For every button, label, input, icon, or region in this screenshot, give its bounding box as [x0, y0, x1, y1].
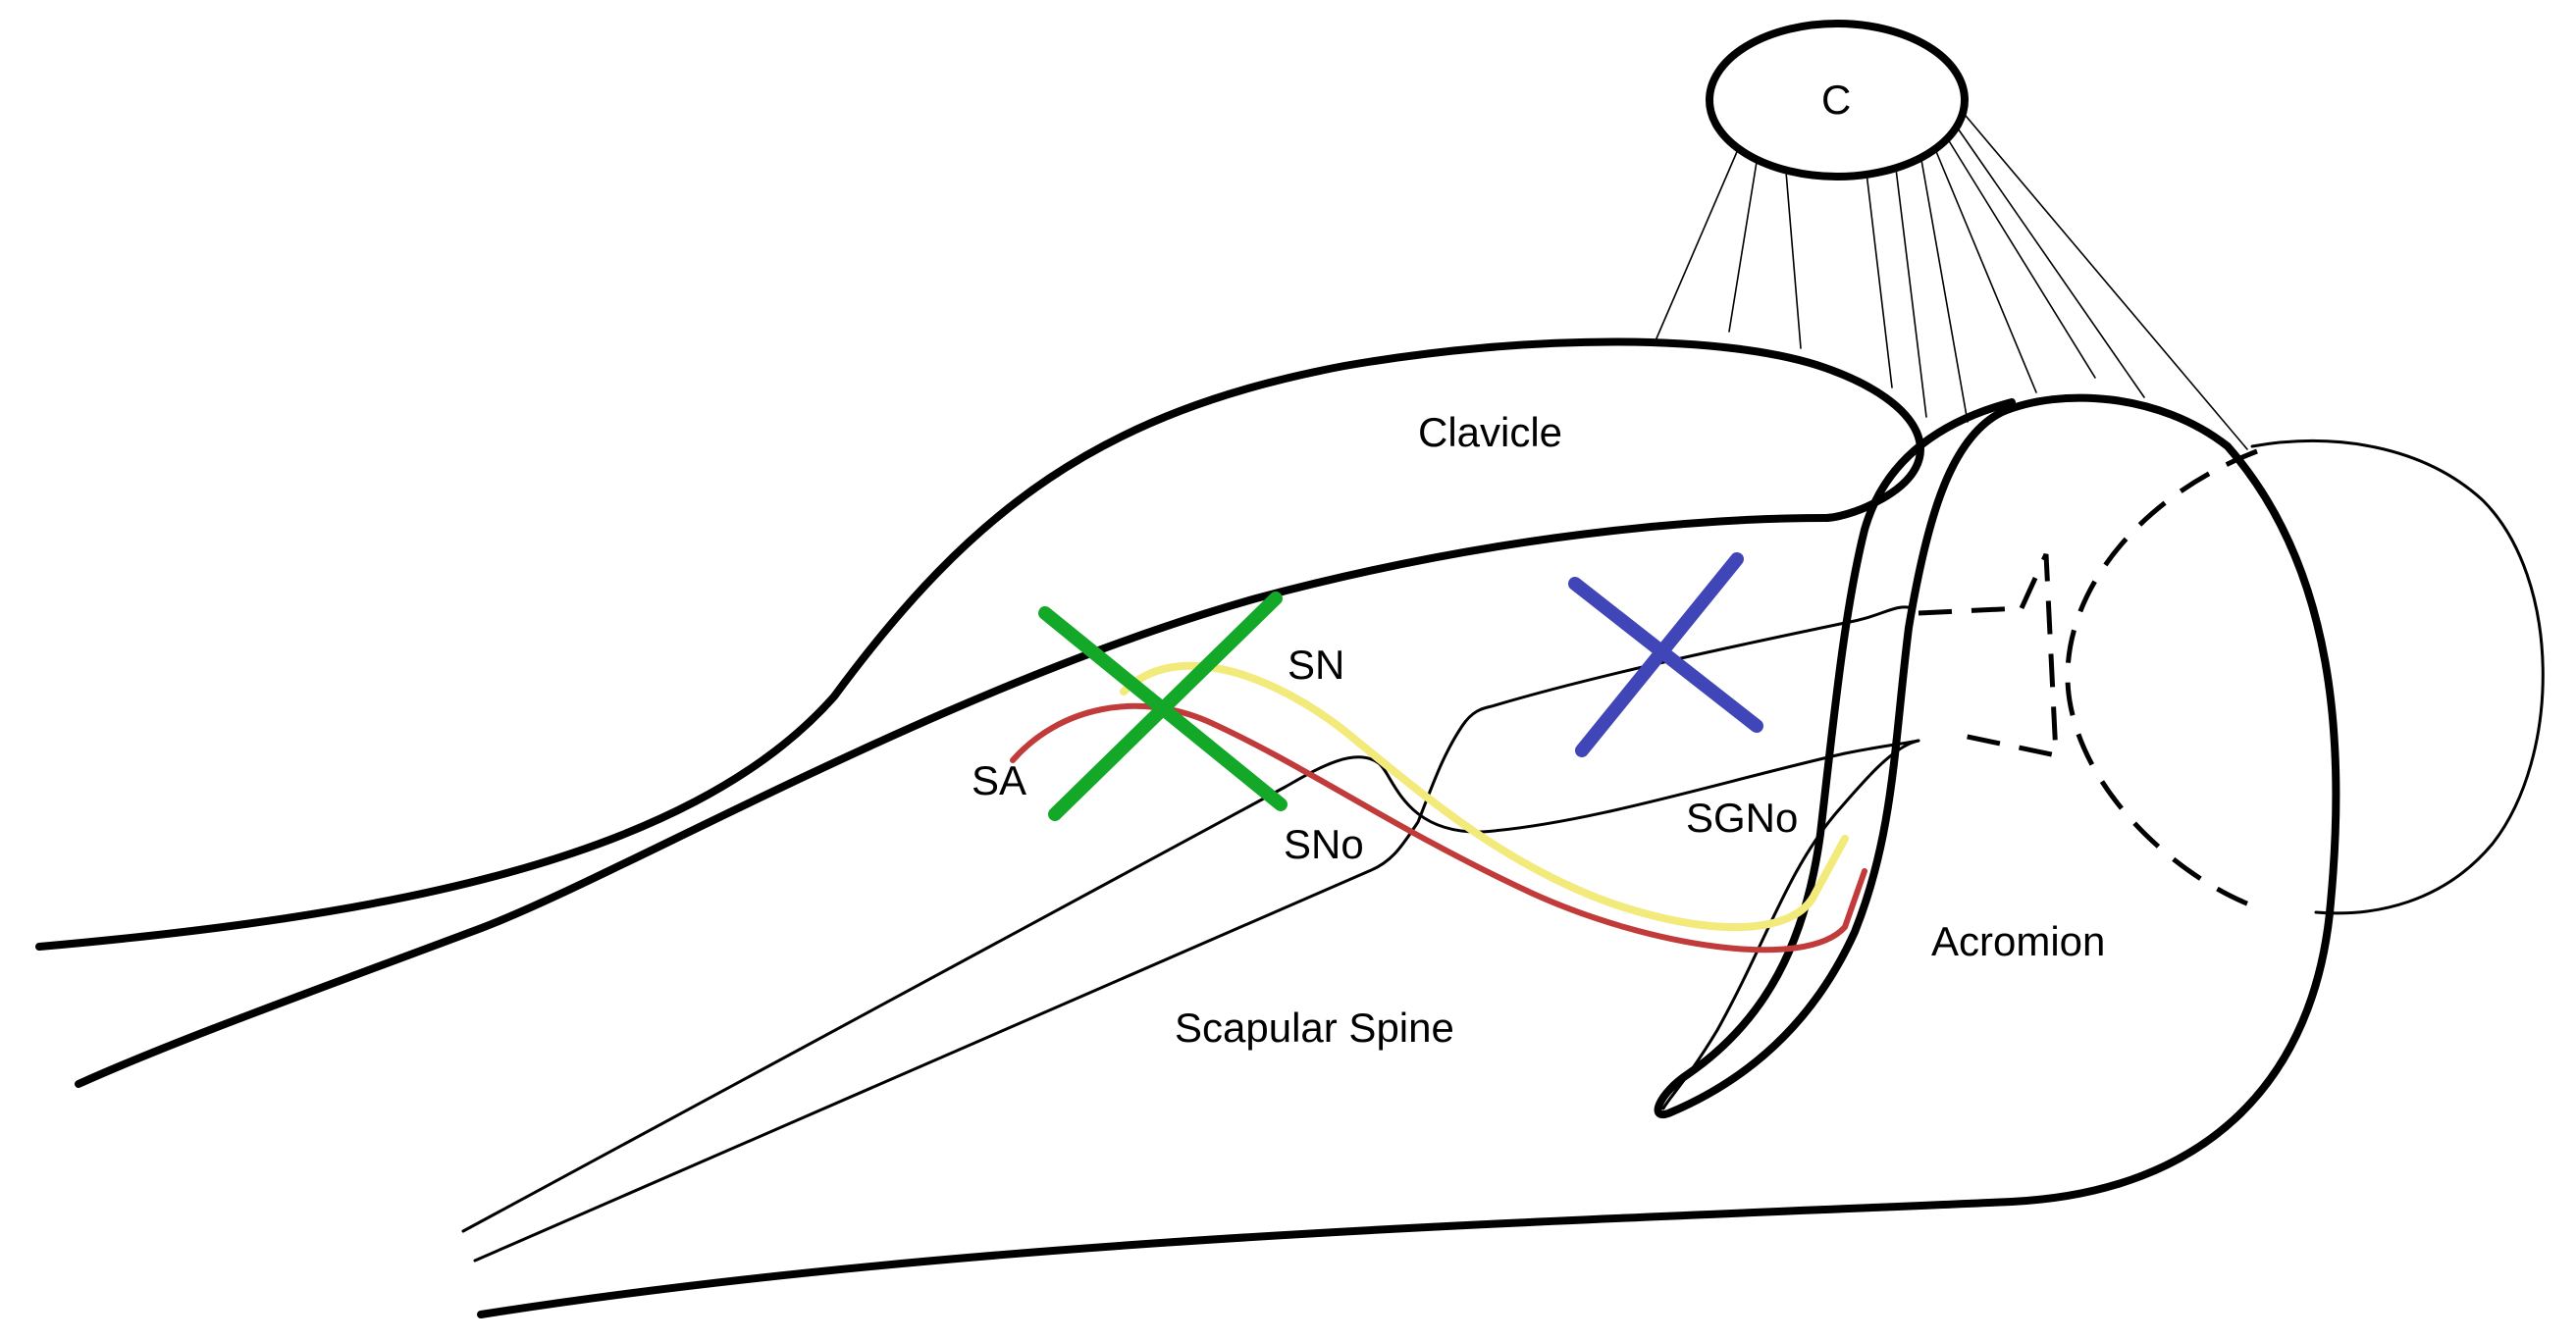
label-scapular-spine: Scapular Spine [1175, 1005, 1454, 1051]
spinoglenoid-dashed-link [1918, 605, 2023, 616]
label-c: C [1821, 77, 1851, 123]
label-acromion: Acromion [1931, 918, 2105, 964]
label-sa: SA [972, 757, 1026, 803]
humeral-head-outline [2250, 439, 2545, 915]
coracoclavicular-ligaments [1656, 109, 2248, 450]
label-clavicle: Clavicle [1418, 409, 1562, 455]
scapular-spine-upper-edge [461, 739, 1920, 1233]
acromion-outline [477, 393, 2340, 1318]
humeral-head-dashed-outline [2065, 448, 2258, 910]
clavicle-outline [35, 337, 1924, 1088]
glenoid-dashed-outline [1962, 552, 2059, 759]
coracoid-circle [1706, 20, 1969, 181]
label-sno: SNo [1284, 821, 1364, 867]
suprascapular-nerve [1120, 661, 1849, 932]
label-sn: SN [1288, 642, 1344, 688]
label-sgno: SGNo [1686, 795, 1798, 841]
blue-x-marker [1568, 552, 1763, 757]
scapular-spine-lower-edge [473, 605, 1916, 1263]
green-x-marker [1038, 592, 1288, 821]
suprascapular-artery [1010, 702, 1867, 954]
